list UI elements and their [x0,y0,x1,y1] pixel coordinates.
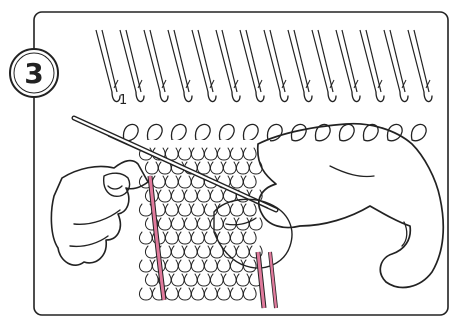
step-number: 3 [24,57,43,90]
needle-number-label: 1 [119,93,127,108]
step-badge: 3 [10,49,58,97]
